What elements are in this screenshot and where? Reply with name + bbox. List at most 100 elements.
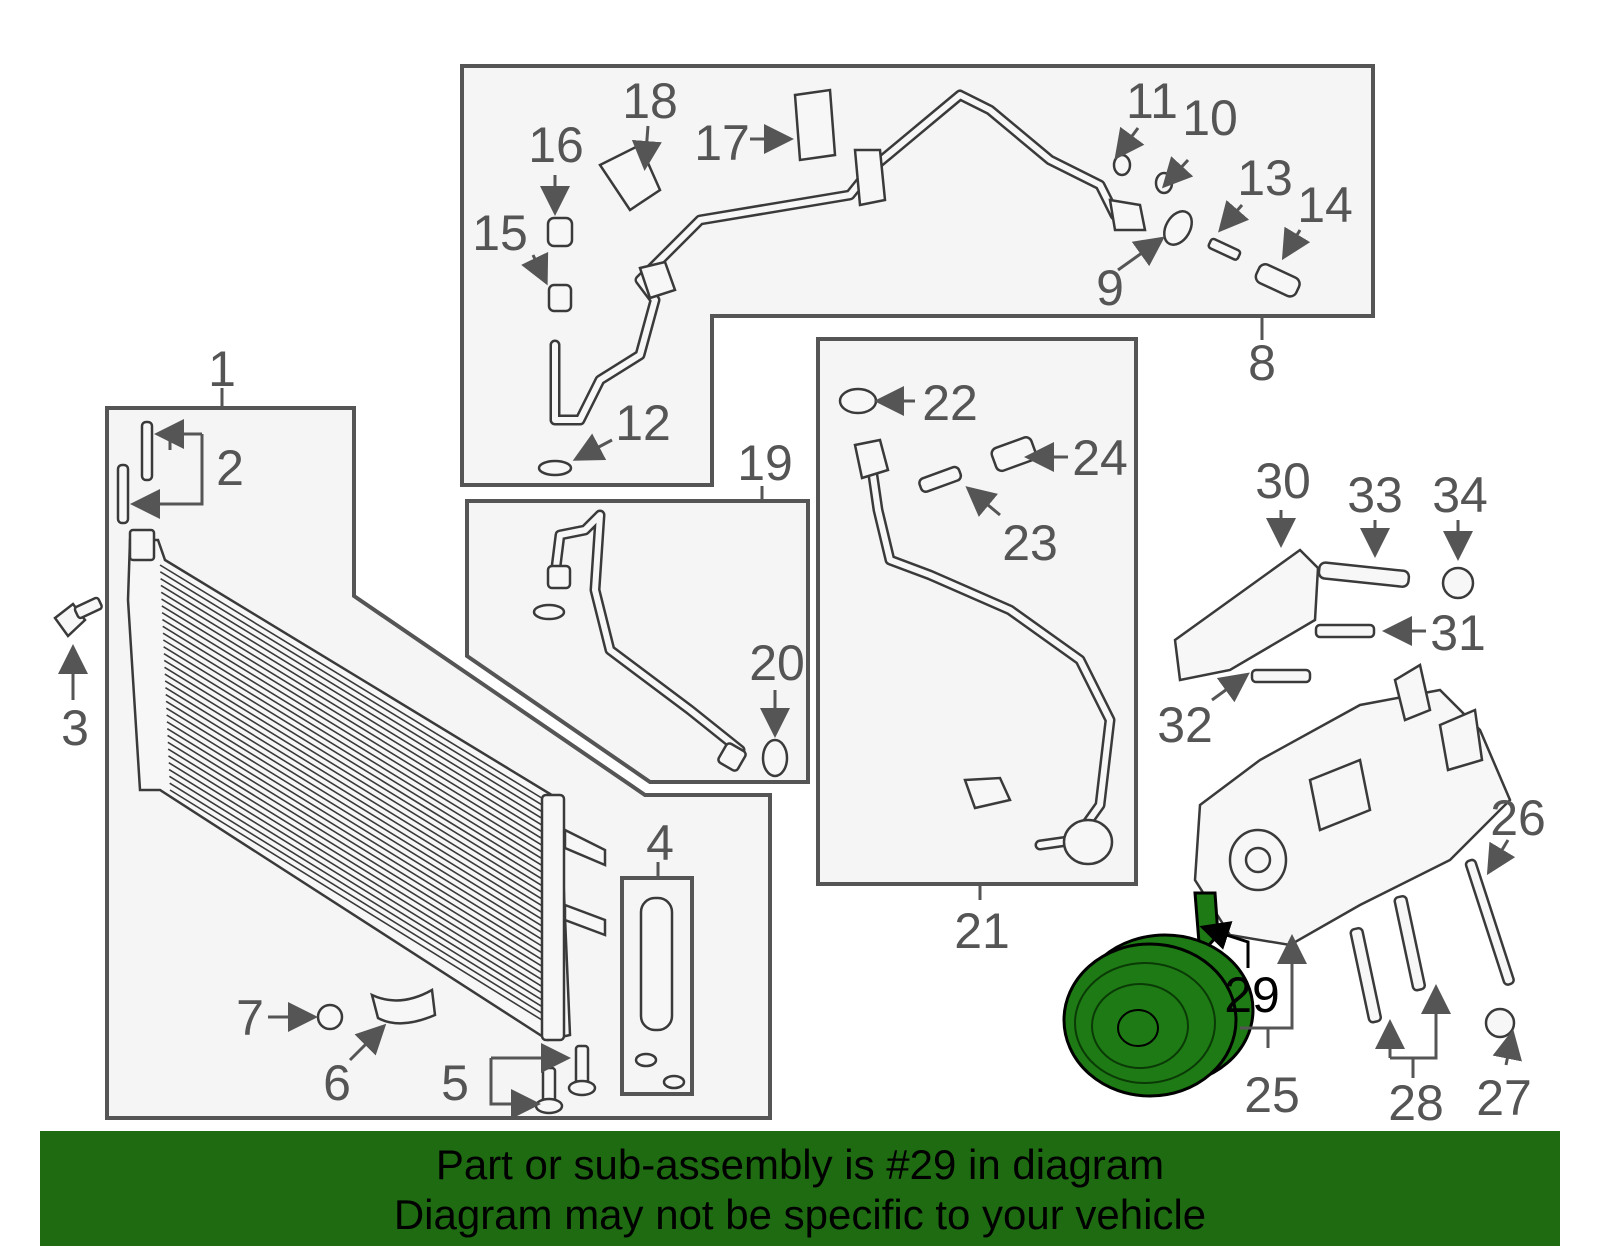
callout-9: 9: [1096, 260, 1124, 316]
banner-line-part-number: Part or sub-assembly is #29 in diagram: [435, 1141, 1165, 1188]
condenser-fin: [169, 789, 551, 1026]
condenser-fin: [162, 632, 547, 869]
callout-19: 19: [737, 435, 793, 491]
dowel-pin-upper: [140, 420, 154, 482]
condenser-fin: [166, 721, 549, 958]
oring-10-part: [1154, 171, 1174, 195]
callout-13: 13: [1237, 150, 1293, 206]
condenser-fin: [160, 584, 546, 822]
condenser-fin: [161, 598, 547, 835]
bolt-31-part: [1314, 623, 1376, 639]
bolt-32-part: [1250, 668, 1312, 684]
callout-11: 11: [1126, 73, 1178, 129]
callout-6: 6: [323, 1055, 351, 1111]
callout-14: 14: [1297, 177, 1353, 233]
condenser-fin: [166, 727, 550, 965]
receiver-drier-part: [634, 896, 686, 1090]
callout-23: 23: [1002, 515, 1058, 571]
condenser-part: [126, 528, 607, 1042]
callout-15: 15: [472, 205, 528, 261]
condenser-fin: [161, 605, 547, 842]
condenser-fin: [159, 571, 546, 808]
condenser-fin: [169, 782, 551, 1019]
compressor-part: [1193, 663, 1512, 947]
switch-14-part: [1254, 263, 1301, 298]
condenser-fin: [162, 618, 547, 856]
condenser-fin: [165, 693, 549, 931]
callout-31: 31: [1430, 605, 1486, 661]
dowel-pin-lower: [116, 463, 130, 525]
bracket-6-part: [370, 987, 437, 1025]
callout-5: 5: [441, 1055, 469, 1111]
condenser-fin: [163, 652, 548, 890]
callout-7: 7: [236, 990, 264, 1046]
bolt-28a-part: [1349, 926, 1382, 1024]
callout-16: 16: [528, 117, 584, 173]
condenser-fin: [167, 748, 550, 985]
leader-29: [1199, 921, 1250, 968]
callout-22: 22: [922, 375, 978, 431]
condenser-fin: [163, 646, 548, 883]
nut-34-part: [1441, 566, 1475, 600]
stud-26-part: [1464, 858, 1515, 986]
callout-4: 4: [646, 815, 674, 871]
callout-10: 10: [1182, 90, 1238, 146]
callout-27: 27: [1476, 1070, 1532, 1126]
oring-22-part: [838, 387, 878, 415]
callout-33: 33: [1347, 467, 1403, 523]
condenser-fin: [159, 564, 546, 801]
callout-20: 20: [749, 635, 805, 691]
callout-25: 25: [1244, 1067, 1300, 1123]
nut-27-part: [1484, 1007, 1516, 1039]
condenser-fin: [168, 775, 551, 1013]
callout-8: 8: [1248, 335, 1276, 391]
condenser-fin: [160, 591, 547, 828]
bracket-17-part: [793, 88, 837, 162]
bolts-5-part: [534, 1044, 597, 1115]
condenser-fin: [161, 612, 547, 849]
condenser-fin: [164, 666, 548, 903]
stud-33-part: [1317, 561, 1411, 588]
valve-23-part: [918, 465, 963, 493]
callout-29-highlighted: 29: [1224, 967, 1280, 1023]
oring-11-part: [1112, 153, 1132, 177]
callout-3: 3: [61, 700, 89, 756]
clutch-29-highlighted-part[interactable]: [1062, 891, 1255, 1098]
callout-2: 2: [216, 440, 244, 496]
callout-28: 28: [1388, 1075, 1444, 1131]
leader-lines: [58, 124, 1523, 1119]
discharge-hose-part: [549, 89, 1147, 426]
valve-13-part: [1207, 237, 1242, 261]
bolt-3-part: [53, 596, 103, 638]
condenser-fin: [168, 762, 550, 999]
callout-18: 18: [622, 73, 678, 129]
hose-group-8-box: [460, 64, 1375, 487]
info-banner: Part or sub-assembly is #29 in diagram D…: [40, 1131, 1560, 1246]
callout-17: 17: [694, 115, 750, 171]
condenser-fin: [167, 741, 550, 978]
condenser-fin: [165, 687, 549, 924]
callout-30: 30: [1255, 453, 1311, 509]
callout-24: 24: [1072, 430, 1128, 486]
callout-1: 1: [208, 341, 236, 397]
condenser-fin: [165, 707, 549, 944]
oring-20-part: [761, 738, 789, 778]
suction-hose-21-part: [853, 438, 1116, 866]
banner-line-disclaimer: Diagram may not be specific to your vehi…: [393, 1191, 1207, 1238]
condenser-fin: [163, 659, 548, 897]
condenser-fin: [168, 768, 550, 1006]
nut-7-part: [316, 1003, 344, 1031]
condenser-fin: [160, 577, 546, 815]
condenser-fin: [168, 755, 550, 992]
gasket-30-part: [1173, 548, 1320, 682]
callout-12: 12: [615, 395, 671, 451]
callout-32: 32: [1157, 697, 1213, 753]
condenser-fin: [165, 700, 549, 938]
condenser-fin: [167, 734, 550, 972]
callout-34: 34: [1432, 467, 1488, 523]
callout-labels: 1 2 3 4 5 6 7 8 9 10 11 12 13 14 15 16 1…: [61, 73, 1546, 1131]
condenser-fin: [162, 639, 548, 876]
valve-15-part: [547, 283, 573, 313]
